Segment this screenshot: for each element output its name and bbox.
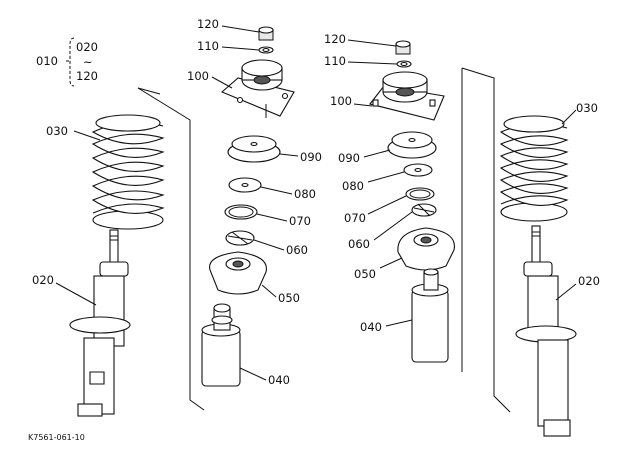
left-upper-mount xyxy=(220,59,295,118)
group-bracket: 010 020 ~ 120 xyxy=(36,37,98,87)
drawing-code: K7561-061-10 xyxy=(28,433,85,442)
left-label-080: 080 xyxy=(294,187,316,201)
right-strut xyxy=(515,225,577,437)
right-part-labels: 120 110 100 090 080 070 060 050 040 030 … xyxy=(324,32,600,334)
left-label-100: 100 xyxy=(187,69,209,83)
left-nut xyxy=(258,26,274,41)
left-leaders xyxy=(55,25,299,381)
right-spring-seat xyxy=(387,131,437,159)
right-washer xyxy=(396,60,412,68)
right-upper-mount xyxy=(369,71,445,121)
left-part-labels: 120 110 100 090 080 070 060 050 040 030 … xyxy=(32,17,322,387)
right-label-100: 100 xyxy=(330,94,352,108)
group-range-end: 120 xyxy=(76,69,98,83)
group-label: 010 xyxy=(36,54,58,68)
right-label-120: 120 xyxy=(324,32,346,46)
right-plate xyxy=(403,163,433,177)
group-range-start: 020 xyxy=(76,40,98,54)
right-label-040: 040 xyxy=(360,320,382,334)
left-frame-lines xyxy=(137,87,205,411)
right-nut xyxy=(395,40,411,55)
left-dust-boot xyxy=(201,303,241,387)
left-washer xyxy=(258,46,274,54)
left-label-040: 040 xyxy=(268,373,290,387)
right-label-020: 020 xyxy=(578,274,600,288)
left-strut xyxy=(69,229,131,417)
right-lower-seat xyxy=(397,227,455,271)
right-dust-boot xyxy=(411,268,449,363)
right-label-050: 050 xyxy=(354,267,376,281)
right-label-080: 080 xyxy=(342,179,364,193)
left-lower-seat xyxy=(209,251,267,295)
left-label-110: 110 xyxy=(197,39,219,53)
group-brace xyxy=(66,37,75,87)
right-coil-spring xyxy=(499,115,569,222)
right-label-030: 030 xyxy=(576,101,598,115)
left-coil-spring xyxy=(91,114,165,230)
group-range-sep: ~ xyxy=(83,55,93,69)
right-ring xyxy=(405,187,435,201)
left-plate xyxy=(228,177,262,193)
left-label-050: 050 xyxy=(278,291,300,305)
left-label-020: 020 xyxy=(32,273,54,287)
right-label-060: 060 xyxy=(348,237,370,251)
left-label-070: 070 xyxy=(289,214,311,228)
right-label-110: 110 xyxy=(324,54,346,68)
left-bump-rubber xyxy=(225,230,255,246)
left-ring xyxy=(224,204,258,220)
left-spring-seat xyxy=(227,135,281,163)
right-label-090: 090 xyxy=(338,151,360,165)
left-label-090: 090 xyxy=(300,150,322,164)
left-label-120: 120 xyxy=(197,17,219,31)
right-bump-rubber xyxy=(411,203,437,217)
left-label-030: 030 xyxy=(46,124,68,138)
right-frame-lines xyxy=(461,67,511,413)
left-label-060: 060 xyxy=(286,243,308,257)
right-leaders xyxy=(347,39,577,327)
right-label-070: 070 xyxy=(344,211,366,225)
